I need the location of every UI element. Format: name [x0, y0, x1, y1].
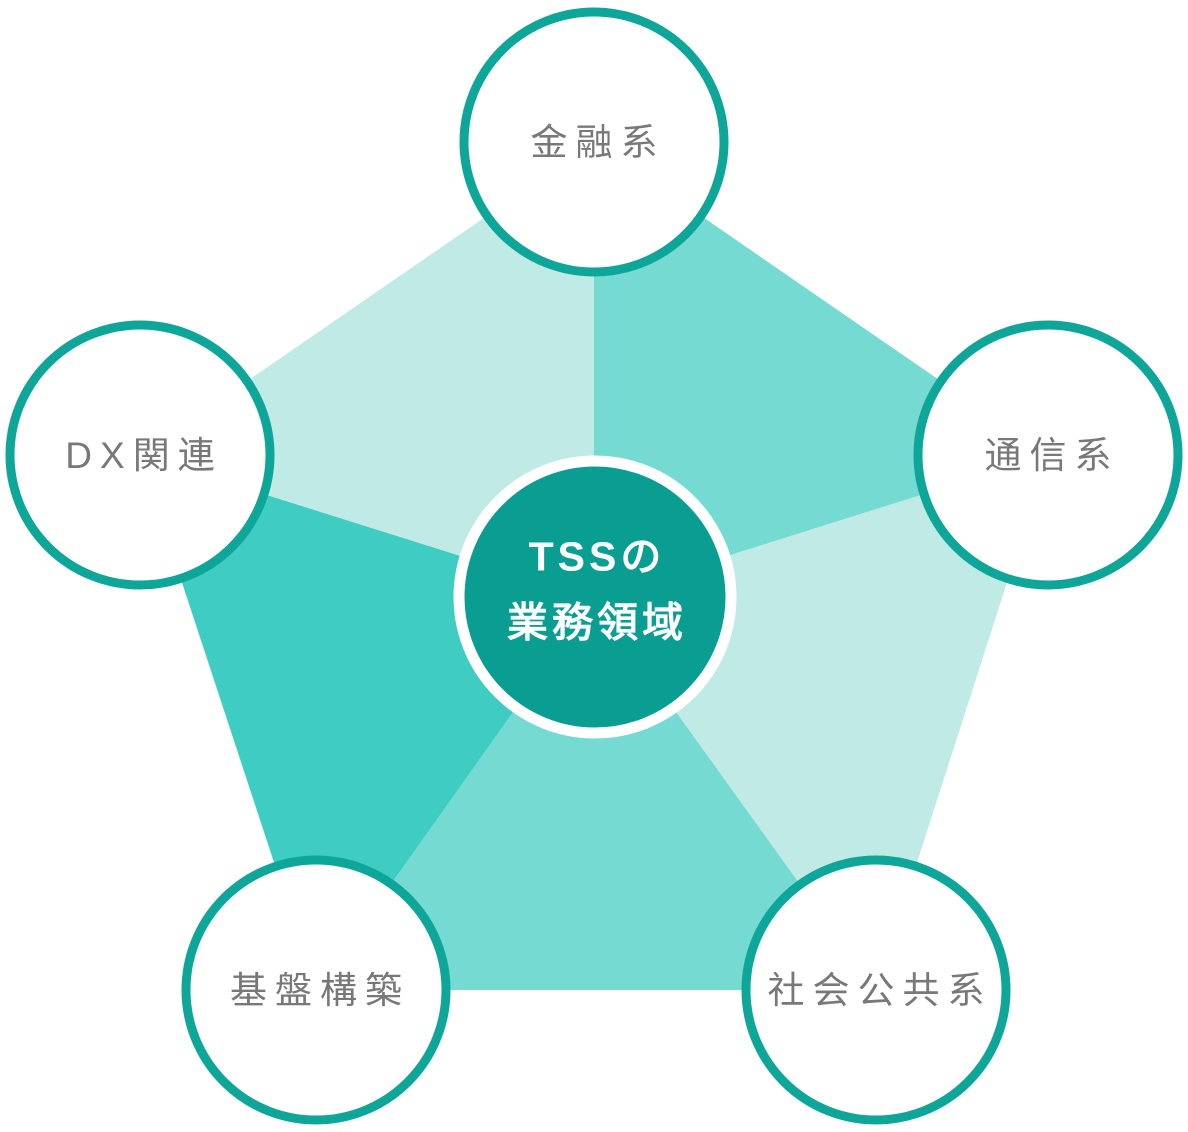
center-label-line2: 業務領域 [507, 599, 687, 645]
node-dx-label: DX関連 [65, 435, 222, 476]
node-telecom-circle [913, 320, 1183, 590]
node-social-public: 社会公共系 [741, 855, 1011, 1125]
node-infrastructure-circle [181, 855, 451, 1125]
node-infrastructure: 基盤構築 [181, 855, 451, 1125]
center-circle [453, 455, 737, 739]
node-infrastructure-label: 基盤構築 [230, 970, 410, 1011]
wedge-bottom [316, 598, 876, 990]
node-finance-circle [459, 7, 729, 277]
node-finance: 金融系 [459, 7, 729, 277]
center-label-line1: TSSの [529, 533, 666, 579]
node-telecom-label: 通信系 [985, 435, 1120, 476]
node-dx: DX関連 [5, 320, 275, 590]
node-finance-label: 金融系 [531, 122, 666, 163]
center-node: TSSの 業務領域 [453, 455, 737, 739]
node-social-public-label: 社会公共系 [768, 970, 993, 1011]
node-social-public-circle [741, 855, 1011, 1125]
node-dx-circle [5, 320, 275, 590]
node-telecom: 通信系 [913, 320, 1183, 590]
